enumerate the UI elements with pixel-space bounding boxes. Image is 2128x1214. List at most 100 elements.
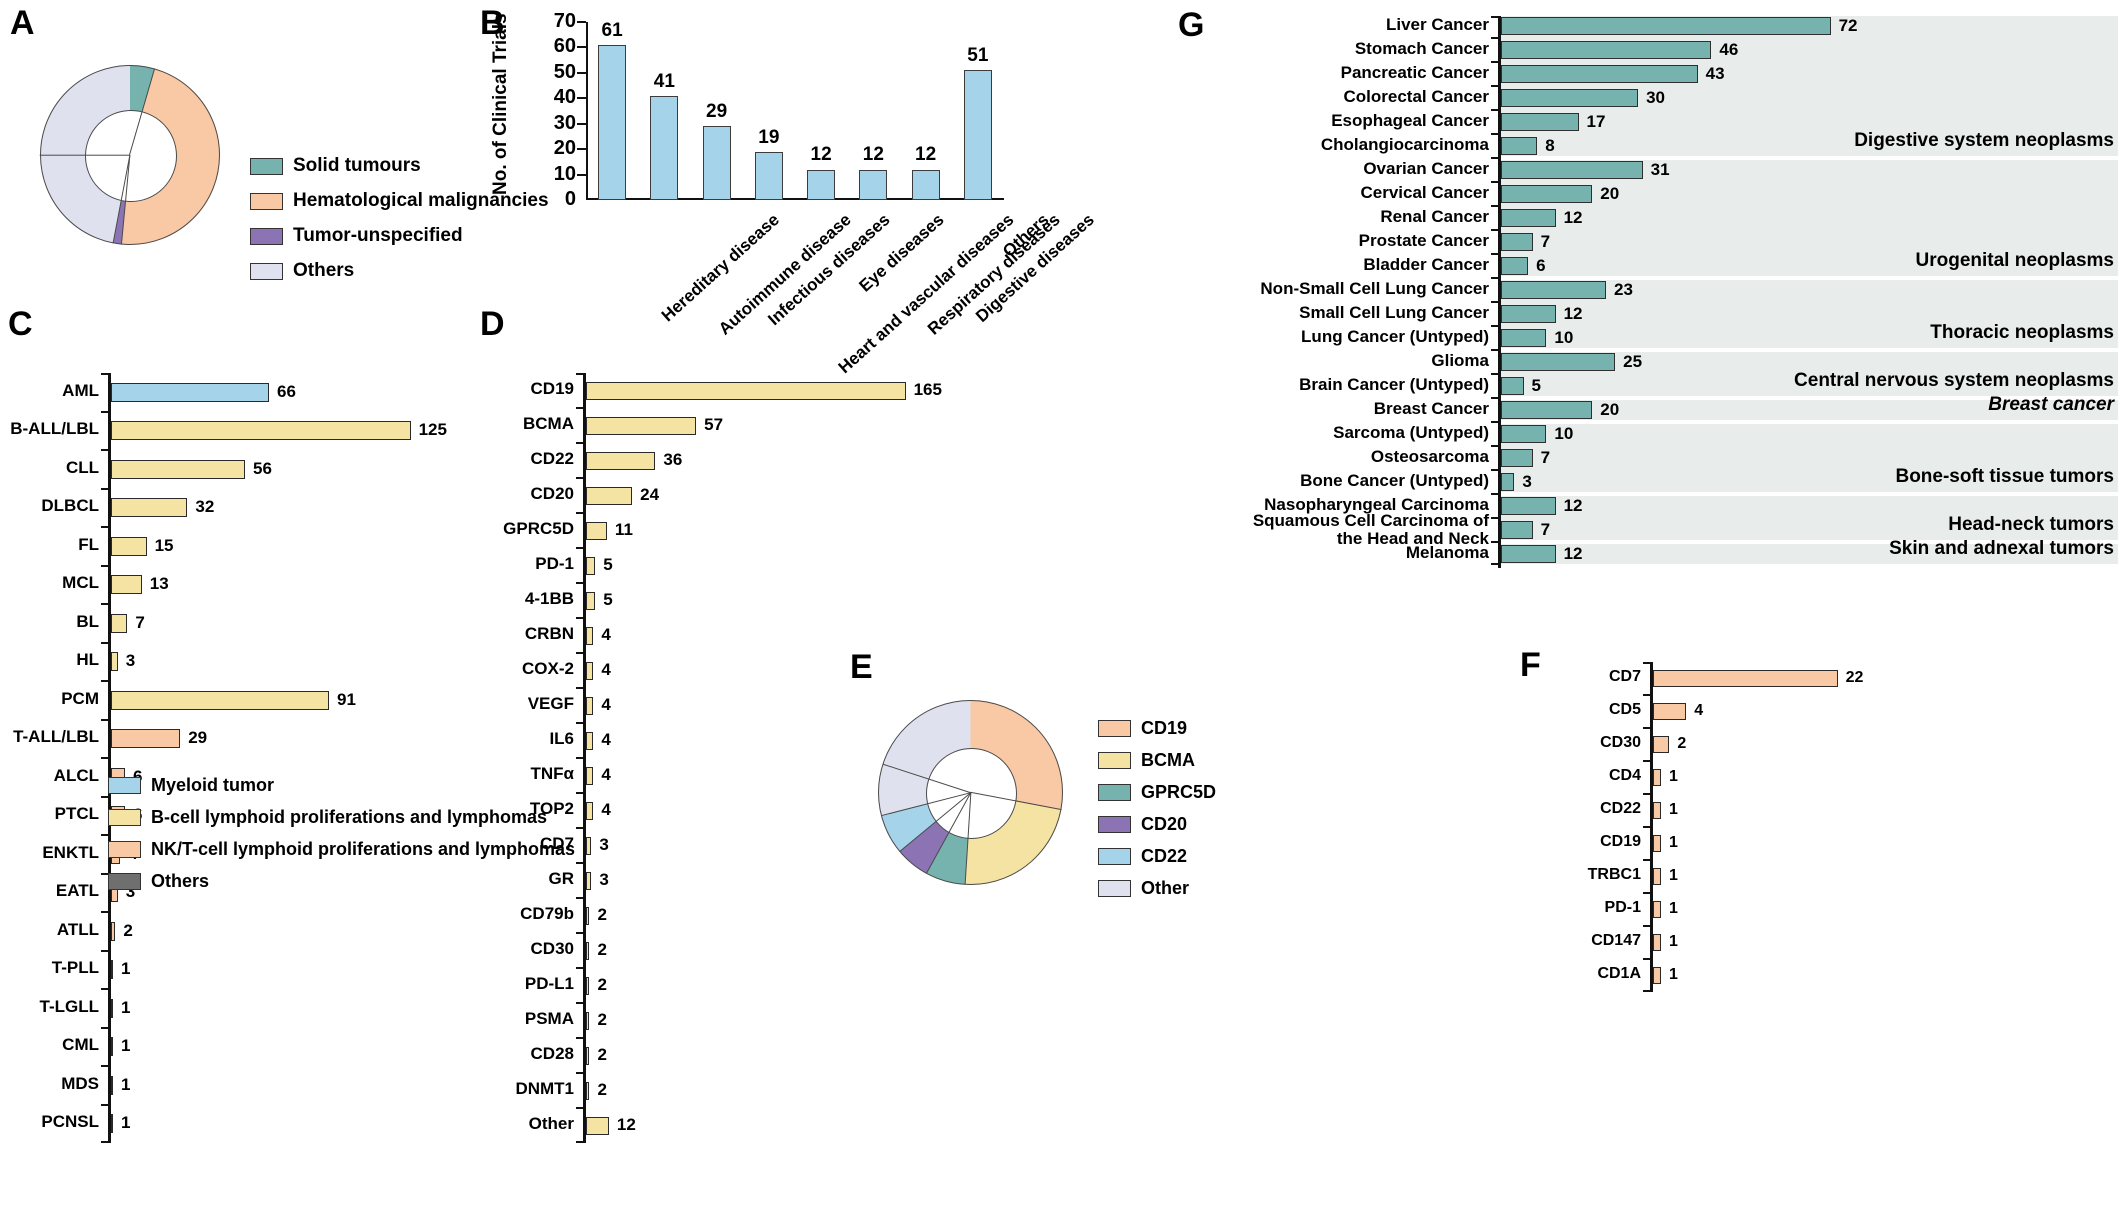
panel-b-bar[interactable]	[807, 169, 836, 200]
plotF-bar[interactable]	[1652, 769, 1661, 786]
panel-g-bar[interactable]	[1500, 353, 1616, 371]
panel-e-legend-item[interactable]: GPRC5D	[1098, 782, 1216, 803]
plotD-bar[interactable]	[585, 871, 592, 890]
panel-e-legend-item[interactable]: CD20	[1098, 814, 1216, 835]
plotC-bar[interactable]	[110, 1037, 113, 1057]
panel-g-bar[interactable]	[1500, 521, 1533, 539]
panel-e-legend-item[interactable]: CD19	[1098, 718, 1216, 739]
panel-g-bar[interactable]	[1500, 449, 1533, 467]
panel-g-bar[interactable]	[1500, 137, 1538, 155]
panel-a-legend-item[interactable]: Tumor-unspecified	[250, 225, 549, 247]
panel-b-bar[interactable]	[859, 169, 888, 200]
plotF-bar[interactable]	[1652, 703, 1687, 720]
panel-g-bar[interactable]	[1500, 209, 1556, 227]
panel-a-legend-item[interactable]: Hematological malignancies	[250, 190, 549, 212]
panel-g-bar[interactable]	[1500, 473, 1515, 491]
plotC-bar[interactable]	[110, 729, 181, 749]
panel-c-legend-item[interactable]: B-cell lymphoid proliferations and lymph…	[108, 807, 575, 828]
panel-e-legend-item[interactable]: Other	[1098, 878, 1216, 899]
plotF-bar[interactable]	[1652, 868, 1661, 885]
panel-a-legend-item[interactable]: Solid tumours	[250, 155, 549, 177]
plotF-category-label: CD4	[1608, 766, 1641, 784]
panel-g-bar[interactable]	[1500, 329, 1547, 347]
panel-b-bar[interactable]	[650, 95, 679, 200]
panel-g-bar[interactable]	[1500, 305, 1556, 323]
plotD-bar[interactable]	[585, 766, 594, 785]
plotD-bar[interactable]	[585, 626, 594, 645]
plotF-bar[interactable]	[1652, 901, 1661, 918]
plotC-bar[interactable]	[110, 652, 118, 672]
plotD-bar[interactable]	[585, 906, 590, 925]
panel-b-bar[interactable]	[963, 70, 992, 200]
plotC-bar[interactable]	[110, 459, 245, 479]
plotF-bar[interactable]	[1652, 736, 1670, 753]
plotF-bar[interactable]	[1652, 967, 1661, 984]
panel-g-bar[interactable]	[1500, 401, 1593, 419]
plotC-bar[interactable]	[110, 960, 113, 980]
plotC-bar[interactable]	[110, 498, 188, 518]
plotD-bar[interactable]	[585, 591, 596, 610]
plotD-bar[interactable]	[585, 941, 590, 960]
panel-g-bar[interactable]	[1500, 113, 1579, 131]
plotF-tick-mark	[1643, 694, 1651, 696]
plotD-bar[interactable]	[585, 381, 906, 400]
panel-g-bar[interactable]	[1500, 425, 1547, 443]
plotC-bar[interactable]	[110, 536, 147, 556]
panel-b-bar[interactable]	[598, 44, 627, 200]
panel-g-bar[interactable]	[1500, 281, 1606, 299]
panel-e-legend-item[interactable]: CD22	[1098, 846, 1216, 867]
panel-g-bar[interactable]	[1500, 377, 1524, 395]
panel-b-bar[interactable]	[754, 151, 783, 200]
panel-g-bar[interactable]	[1500, 65, 1698, 83]
panel-g-bar[interactable]	[1500, 17, 1831, 35]
panel-c-legend-item[interactable]: Myeloid tumor	[108, 775, 575, 796]
panel-a-legend-item[interactable]: Others	[250, 260, 549, 282]
plotD-bar[interactable]	[585, 416, 697, 435]
panel-c-legend-item[interactable]: NK/T-cell lymphoid proliferations and ly…	[108, 839, 575, 860]
panel-e-legend-item[interactable]: BCMA	[1098, 750, 1216, 771]
panel-b-label: B	[480, 4, 505, 42]
panel-g-bar[interactable]	[1500, 497, 1556, 515]
plotC-bar[interactable]	[110, 998, 113, 1018]
panel-g-bar[interactable]	[1500, 545, 1556, 563]
plotD-bar[interactable]	[585, 661, 594, 680]
panel-c-legend-item[interactable]: Others	[108, 871, 575, 892]
plotC-bar[interactable]	[110, 382, 269, 402]
plotC-bar[interactable]	[110, 421, 411, 441]
plotC-bar[interactable]	[110, 1114, 113, 1134]
plotD-bar[interactable]	[585, 1116, 609, 1135]
panel-g-group-band	[1498, 424, 2118, 492]
plotD-bar[interactable]	[585, 801, 594, 820]
plotF-bar[interactable]	[1652, 670, 1838, 687]
plotC-bar[interactable]	[110, 921, 116, 941]
panel-b-bar[interactable]	[911, 169, 940, 200]
plotC-bar[interactable]	[110, 575, 142, 595]
plotC-bar[interactable]	[110, 1075, 113, 1095]
plotD-bar[interactable]	[585, 556, 596, 575]
plotD-bar[interactable]	[585, 731, 594, 750]
plotD-bar[interactable]	[585, 836, 592, 855]
panel-g-bar[interactable]	[1500, 89, 1639, 107]
plotC-category-label: BL	[76, 611, 99, 631]
plotC-bar[interactable]	[110, 613, 128, 633]
plotF-bar[interactable]	[1652, 802, 1661, 819]
plotD-bar[interactable]	[585, 976, 590, 995]
panel-b-bar[interactable]	[702, 126, 731, 200]
plotF-bar[interactable]	[1652, 835, 1661, 852]
plotD-bar[interactable]	[585, 486, 633, 505]
plotD-bar[interactable]	[585, 1046, 590, 1065]
panel-g-bar[interactable]	[1500, 233, 1533, 251]
panel-g-bar[interactable]	[1500, 257, 1529, 275]
plotF-bar[interactable]	[1652, 934, 1661, 951]
panel-g-bar-value: 12	[1563, 543, 1583, 563]
panel-g-bar[interactable]	[1500, 185, 1593, 203]
plotD-bar[interactable]	[585, 696, 594, 715]
plotC-bar[interactable]	[110, 690, 329, 710]
plotD-bar[interactable]	[585, 521, 607, 540]
panel-g-bar[interactable]	[1500, 161, 1643, 179]
plotD-bar[interactable]	[585, 1011, 590, 1030]
panel-g-bar[interactable]	[1500, 41, 1712, 59]
plotD-bar[interactable]	[585, 451, 656, 470]
plotD-bar[interactable]	[585, 1081, 590, 1100]
plotD-category-label: IL6	[549, 728, 574, 748]
